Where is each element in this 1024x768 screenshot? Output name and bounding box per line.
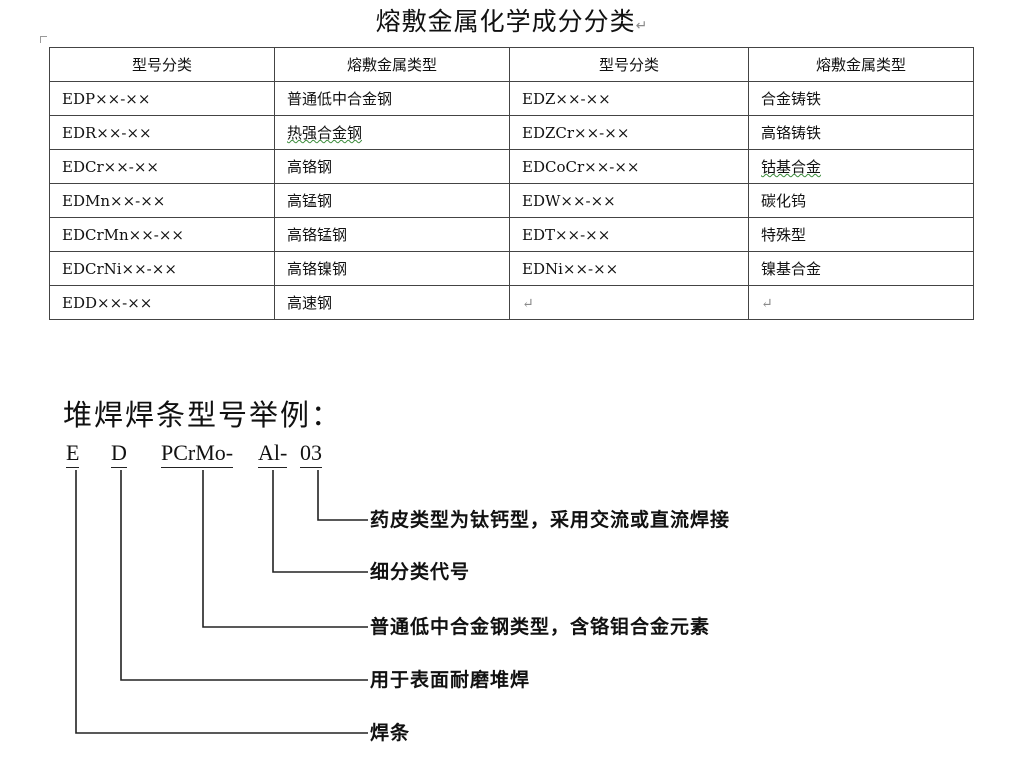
paragraph-mark-icon: ↵ [635, 18, 649, 34]
code-part-surfacing: D [111, 440, 127, 468]
metal-type-cell: 高铬锰钢 [274, 217, 510, 252]
text-boundary-mark [40, 36, 47, 43]
metal-type-cell: 高锰钢 [274, 183, 510, 218]
model-cell: ↵ [509, 285, 749, 320]
code-part-subclass: Al- [258, 440, 288, 468]
model-cell: ↵ [748, 285, 974, 320]
example-heading: 堆焊焊条型号举例： [63, 398, 343, 432]
desc-surfacing-use: 用于表面耐磨堆焊 [370, 669, 531, 691]
connector-line-coating [317, 470, 368, 521]
code-part-alloy-type: PCrMo- [161, 440, 234, 468]
paragraph-mark-icon: ↵ [761, 295, 773, 312]
header-cell: 型号分类 [49, 47, 275, 82]
spellcheck-underlined-text: 热强合金钢 [287, 124, 363, 142]
table-row: EDMn××-×× 高锰钢 EDW××-×× 碳化钨 [49, 183, 974, 218]
metal-type-cell: 高铬镍钢 [274, 251, 510, 286]
model-cell: EDT××-×× [509, 217, 749, 252]
code-part-electrode: E [66, 440, 80, 468]
metal-type-cell: 碳化钨 [748, 183, 974, 218]
model-cell: EDMn××-×× [49, 183, 275, 218]
header-cell: 熔敷金属类型 [274, 47, 510, 82]
page-title-text: 熔敷金属化学成分分类 [375, 7, 636, 36]
connector-line-alloy-type [202, 470, 368, 628]
connector-line-subclass [272, 470, 368, 573]
table-row: EDR××-×× 热强合金钢 EDZCr××-×× 高铬铸铁 [49, 115, 974, 150]
desc-subclass-code: 细分类代号 [370, 561, 471, 583]
model-cell: EDR××-×× [49, 115, 275, 150]
table-row: EDCrMn××-×× 高铬锰钢 EDT××-×× 特殊型 [49, 217, 974, 252]
model-cell: EDCrMn××-×× [49, 217, 275, 252]
connector-line-surfacing [120, 470, 368, 681]
metal-type-cell: 高铬铸铁 [748, 115, 974, 150]
spellcheck-underlined-text: 钴基合金 [761, 158, 822, 176]
metal-type-cell: 高速钢 [274, 285, 510, 320]
desc-alloy-type: 普通低中合金钢类型，含铬钼合金元素 [370, 616, 711, 638]
paragraph-mark-icon: ↵ [522, 295, 534, 312]
classification-table: 型号分类 熔敷金属类型 型号分类 熔敷金属类型 EDP××-×× 普通低中合金钢… [49, 47, 974, 320]
model-cell: EDW××-×× [509, 183, 749, 218]
desc-electrode: 焊条 [370, 722, 411, 744]
table-row: EDD××-×× 高速钢 ↵ ↵ [49, 285, 974, 320]
header-cell: 型号分类 [509, 47, 749, 82]
desc-coating-type: 药皮类型为钛钙型，采用交流或直流焊接 [370, 509, 731, 531]
page-title: 熔敷金属化学成分分类↵ [0, 2, 1024, 38]
model-cell: EDD××-×× [49, 285, 275, 320]
code-part-coating: 03 [300, 440, 322, 468]
metal-type-cell: 特殊型 [748, 217, 974, 252]
metal-type-cell: 热强合金钢 [274, 115, 510, 150]
metal-type-cell: 普通低中合金钢 [274, 81, 510, 116]
table-row: EDCrNi××-×× 高铬镍钢 EDNi××-×× 镍基合金 [49, 251, 974, 286]
metal-type-cell: 镍基合金 [748, 251, 974, 286]
connector-line-electrode [75, 470, 368, 734]
